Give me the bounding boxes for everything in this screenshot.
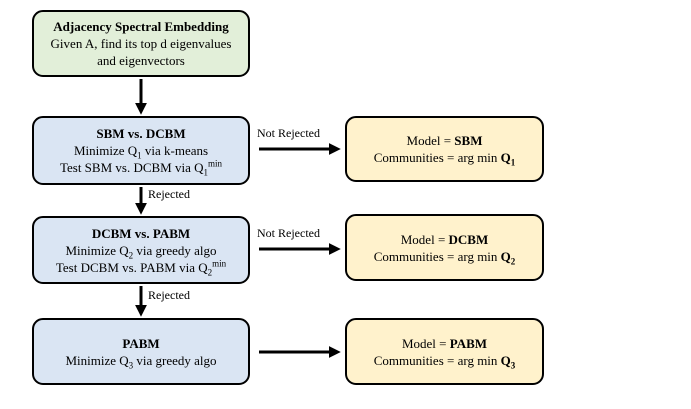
- label-not-rejected-1: Not Rejected: [257, 126, 320, 140]
- spectral-embedding-title: Adjacency Spectral Embedding: [53, 19, 229, 34]
- spectral-embedding-line2: and eigenvectors: [97, 53, 185, 68]
- label-not-rejected-2: Not Rejected: [257, 226, 320, 240]
- result-dcbm-box: Model = DCBM Communities = arg min Q2: [345, 214, 544, 281]
- spectral-embedding-line1: Given A, find its top d eigenvalues: [50, 36, 232, 51]
- result-sbm-model: Model = SBM: [406, 133, 483, 148]
- result-dcbm-communities: Communities = arg min Q2: [373, 248, 516, 267]
- pabm-step1: Minimize Q3 via greedy algo: [65, 352, 217, 371]
- dcbm-vs-pabm-title: DCBM vs. PABM: [91, 225, 191, 241]
- result-pabm-communities: Communities = arg min Q3: [373, 352, 516, 371]
- sbm-vs-dcbm-step2: Test SBM vs. DCBM via Q1min: [59, 158, 223, 178]
- sbm-vs-dcbm-box: SBM vs. DCBM Minimize Q1 via k-means Tes…: [32, 116, 250, 185]
- dcbm-vs-pabm-step1: Minimize Q2 via greedy algo: [65, 242, 217, 261]
- sbm-vs-dcbm-step1: Minimize Q1 via k-means: [73, 143, 209, 161]
- spectral-embedding-box: Adjacency Spectral Embedding Given A, fi…: [32, 10, 250, 77]
- result-pabm-model: Model = PABM: [401, 335, 488, 351]
- sbm-vs-dcbm-title: SBM vs. DCBM: [96, 126, 186, 141]
- result-dcbm-model: Model = DCBM: [400, 231, 489, 247]
- result-pabm-box: Model = PABM Communities = arg min Q3: [345, 318, 544, 385]
- result-sbm-box: Model = SBM Communities = arg min Q1: [345, 116, 544, 182]
- result-sbm-communities: Communities = arg min Q1: [373, 150, 516, 168]
- pabm-title: PABM: [122, 335, 160, 351]
- dcbm-vs-pabm-box: DCBM vs. PABM Minimize Q2 via greedy alg…: [32, 216, 250, 284]
- pabm-box: PABM Minimize Q3 via greedy algo: [32, 318, 250, 385]
- label-rejected-1: Rejected: [148, 187, 190, 201]
- label-rejected-2: Rejected: [148, 288, 190, 302]
- dcbm-vs-pabm-step2: Test DCBM vs. PABM via Q2min: [55, 258, 227, 278]
